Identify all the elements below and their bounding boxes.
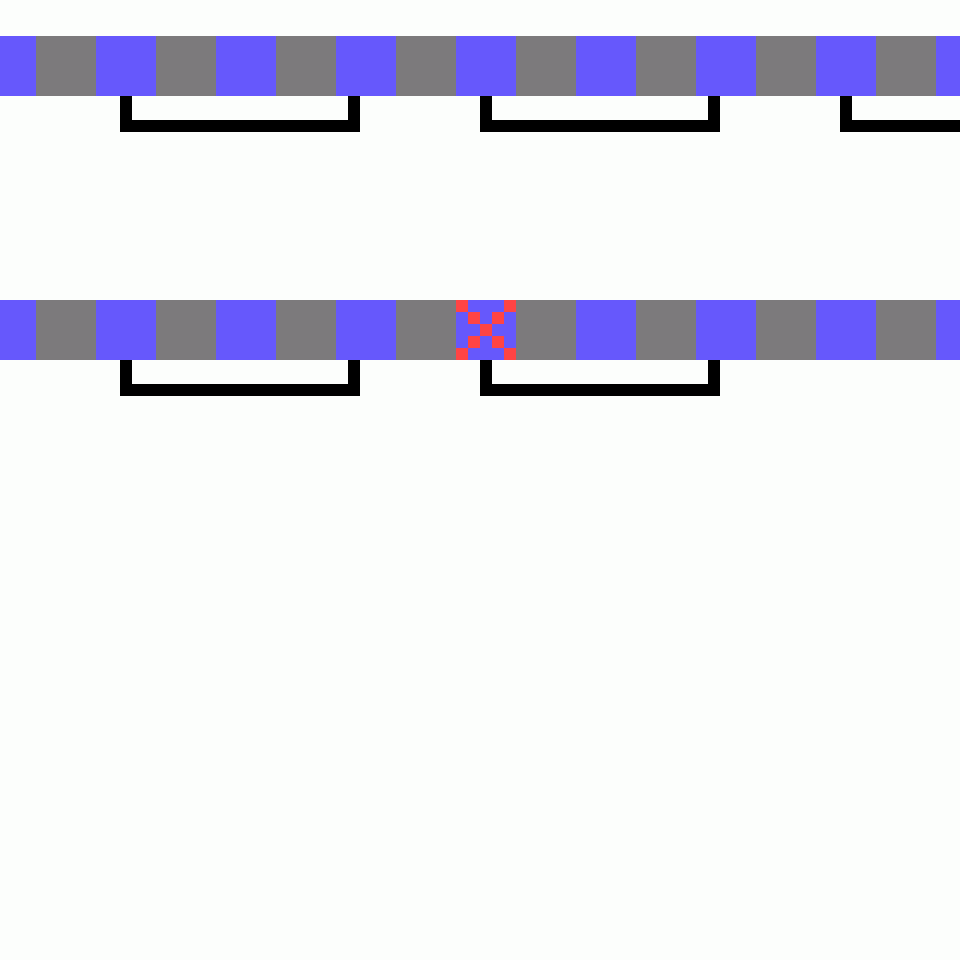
blue-tile-0[interactable] [0,300,36,360]
row-1-bracket-1 [480,96,720,132]
gray-tile-1[interactable] [36,36,96,96]
blue-tile-14[interactable] [816,300,876,360]
gray-tile-11[interactable] [636,300,696,360]
tile-strip-2 [0,300,960,360]
gray-tile-5[interactable] [276,36,336,96]
blue-tile-2[interactable] [96,36,156,96]
gray-tile-7[interactable] [396,300,456,360]
x-marker-icon [456,300,516,360]
row-2-bracket-0 [120,360,360,396]
gray-tile-9[interactable] [516,300,576,360]
gray-tile-15[interactable] [876,300,936,360]
gray-tile-3[interactable] [156,36,216,96]
blue-tile-10[interactable] [576,300,636,360]
blue-tile-2[interactable] [96,300,156,360]
gray-tile-15[interactable] [876,36,936,96]
gray-tile-1[interactable] [36,300,96,360]
gray-tile-13[interactable] [756,300,816,360]
row-1-bracket-0 [120,96,360,132]
blue-tile-16[interactable] [936,36,960,96]
blue-tile-0[interactable] [0,36,36,96]
gray-tile-7[interactable] [396,36,456,96]
blue-tile-4[interactable] [216,300,276,360]
gray-tile-11[interactable] [636,36,696,96]
gray-tile-5[interactable] [276,300,336,360]
blue-tile-4[interactable] [216,36,276,96]
row-1-bracket-2 [840,96,960,132]
marked-tile-8[interactable] [456,300,516,360]
blue-tile-12[interactable] [696,36,756,96]
blue-tile-12[interactable] [696,300,756,360]
blue-tile-16[interactable] [936,300,960,360]
tile-strip-1 [0,36,960,96]
blue-tile-10[interactable] [576,36,636,96]
gray-tile-9[interactable] [516,36,576,96]
blue-tile-6[interactable] [336,36,396,96]
blue-tile-14[interactable] [816,36,876,96]
blue-tile-8[interactable] [456,36,516,96]
row-2-bracket-1 [480,360,720,396]
blue-tile-6[interactable] [336,300,396,360]
gray-tile-3[interactable] [156,300,216,360]
gray-tile-13[interactable] [756,36,816,96]
